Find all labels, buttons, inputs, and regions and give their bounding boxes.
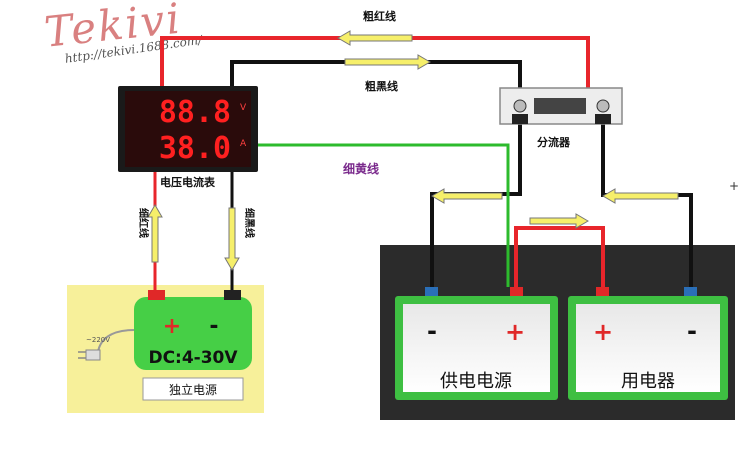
shunt [499, 87, 623, 125]
direction-arrows [147, 30, 679, 271]
indep-range: DC:4-30V [148, 348, 238, 368]
voltage-display: 88.8 [159, 95, 231, 130]
arrow-top-red [337, 30, 413, 46]
indep-minus-terminal [224, 290, 241, 300]
supply-battery: - + 供电电源 [395, 287, 558, 400]
load-plus-sign: + [593, 318, 613, 346]
red-link-wire [514, 226, 605, 287]
arrow-supply-minus [431, 188, 503, 204]
load-plus-terminal [596, 287, 609, 296]
ac-plug-icon: ~220V [78, 329, 135, 361]
arrow-red-link [529, 213, 589, 229]
supply-minus-terminal [425, 287, 438, 296]
load-device: + - 用电器 [568, 287, 728, 400]
thin-black-label: 细黑线 [243, 208, 256, 238]
meter-label: 电压电流表 [160, 175, 216, 189]
voltmeter-ammeter: 88.8 38.0 V A [118, 86, 258, 172]
thin-yellow-label: 细黄线 [343, 161, 379, 176]
thin-yellow-wire [240, 143, 510, 287]
load-minus-sign: - [687, 317, 697, 345]
load-minus-terminal [684, 287, 697, 296]
indep-plus-sign: + [163, 314, 181, 339]
independent-supply: + - DC:4-30V 独立电源 [67, 285, 264, 413]
thick-red-label: 粗红线 [363, 9, 396, 23]
supply-minus-sign: - [427, 317, 437, 345]
plug-label: ~220V [86, 336, 110, 344]
unit-v: V [240, 103, 247, 113]
indep-minus-sign: - [209, 314, 218, 339]
indep-label: 独立电源 [169, 382, 217, 397]
current-display: 38.0 [159, 131, 231, 166]
supply-plus-sign: + [505, 318, 525, 346]
supply-plus-terminal [510, 287, 523, 296]
arrow-thin-black [224, 207, 240, 271]
arrow-thin-red [147, 204, 163, 263]
arrow-top-black [344, 54, 431, 70]
stray-plus: + [729, 179, 739, 193]
shunt-label: 分流器 [537, 135, 571, 149]
load-label: 用电器 [621, 371, 675, 392]
unit-a: A [240, 139, 247, 149]
supply-label: 供电电源 [440, 371, 512, 392]
indep-plus-terminal [148, 290, 165, 300]
thick-black-label: 粗黑线 [365, 79, 398, 93]
arrow-load-minus [602, 188, 679, 204]
thin-red-label: 细红线 [137, 208, 150, 238]
